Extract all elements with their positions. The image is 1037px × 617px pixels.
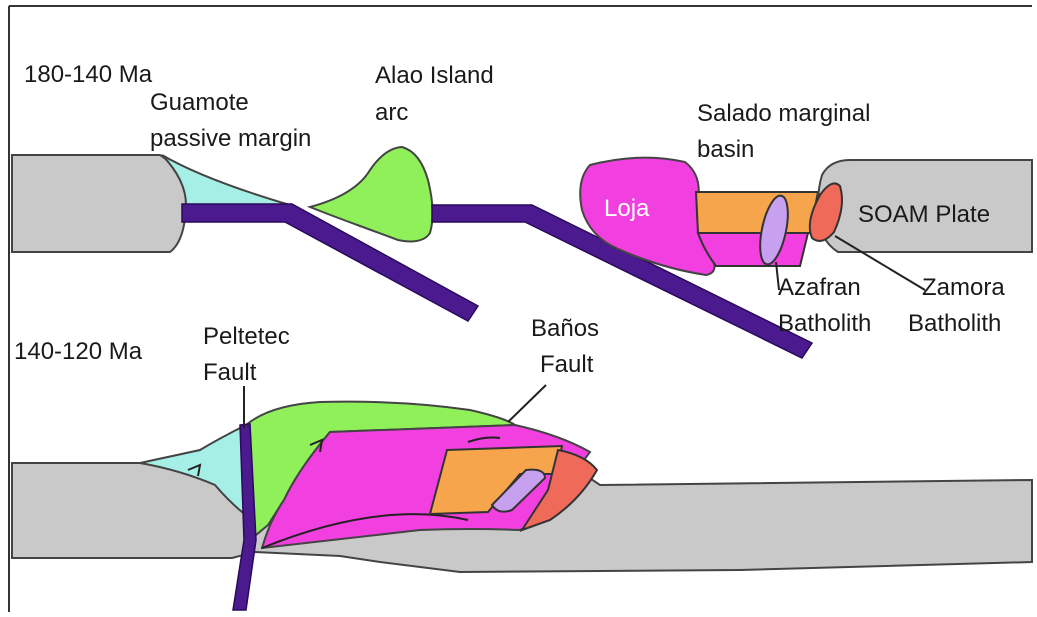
salado-label-line1: Salado marginal [697,100,870,127]
peltetec-label-line2: Fault [203,359,257,386]
guamote-label-line1: Guamote [150,89,249,116]
peltetec-label-line1: Peltetec [203,323,290,350]
soam-label: SOAM Plate [858,201,990,228]
banos-label-line1: Baños [531,315,599,342]
upper-age-label: 180-140 Ma [24,61,153,88]
salado-lower-strip [698,233,808,266]
salado-label-line2: basin [697,136,754,163]
lower-age-label: 140-120 Ma [14,338,143,365]
loja-label: Loja [604,195,650,222]
salado-marginal-basin [696,192,818,233]
guamote-label-line2: passive margin [150,125,311,152]
upper-panel: 180-140 Ma Guamote passive margin Alao I… [12,61,1032,358]
banos-leader [508,385,546,422]
zamora-label-line2: Batholith [908,310,1001,337]
azafran-label-line2: Batholith [778,310,871,337]
zamora-label-line1: Zamora [922,274,1005,301]
alao-label-line2: arc [375,99,408,126]
banos-label-line2: Fault [540,351,594,378]
lower-panel: 140-120 Ma Peltetec Fault Baños Fault [12,315,1032,610]
upper-left-plate [12,155,186,252]
alao-label-line1: Alao Island [375,62,494,89]
azafran-label-line1: Azafran [778,274,861,301]
